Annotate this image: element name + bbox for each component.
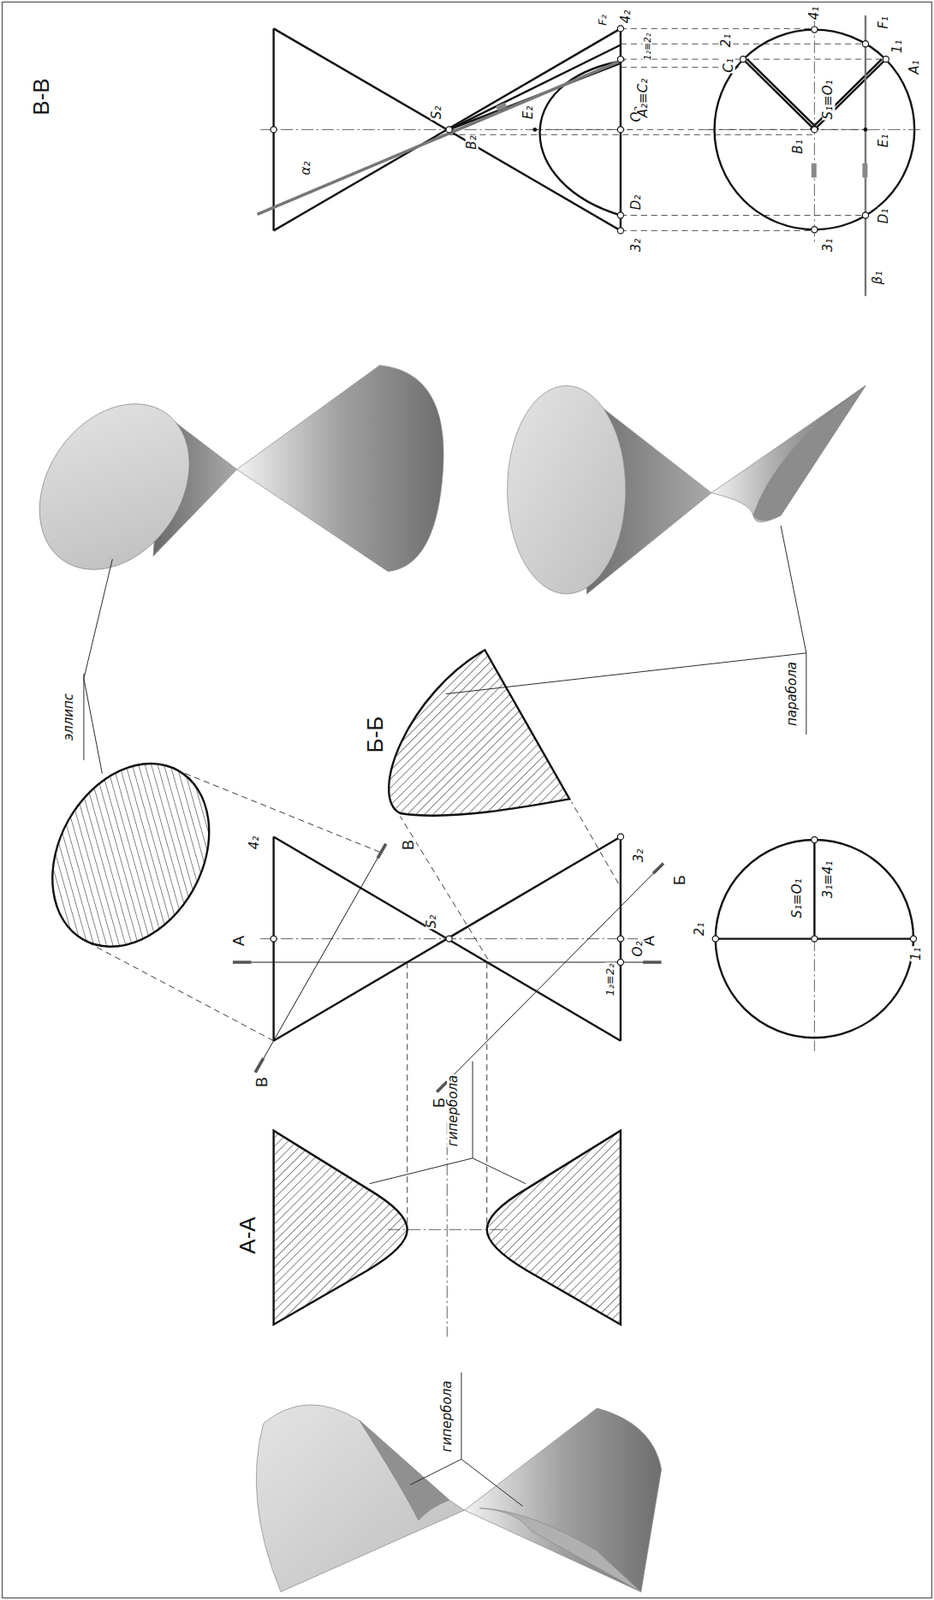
plane-label: β₁ (871, 270, 885, 286)
point-label: F₁ (877, 15, 891, 30)
point-label: E₂ (522, 104, 536, 120)
point-label: B₁ (791, 139, 805, 155)
point-label: 1₂≡2₂ (605, 963, 617, 998)
section-letter: Б (431, 1096, 447, 1109)
point-label: S₂ (430, 104, 444, 120)
section-letter: В (400, 838, 417, 851)
point-label: 3₂ (630, 237, 644, 253)
point-label: D₁ (877, 208, 891, 226)
point-label: D₂ (630, 193, 644, 211)
curve-name: эллипс (63, 691, 77, 741)
section-title: А-А (236, 1215, 259, 1255)
point-label: 1₁ (892, 39, 905, 55)
section-letter: А (231, 934, 247, 947)
point-label: 2₁ (693, 921, 707, 937)
point-label: E₁ (877, 133, 891, 149)
point-label: 4₂ (620, 8, 634, 24)
point-label: 3₁ (822, 237, 836, 253)
point-label: 3₂ (632, 847, 646, 863)
point-label: S₁≡O₁ (822, 79, 836, 121)
point-label: A₂≡C₂ (636, 77, 650, 119)
section-title: Б-Б (364, 715, 387, 755)
point-label: A₁ (908, 59, 922, 76)
section-title: В-В (29, 77, 53, 117)
point-label: 4₂ (249, 835, 262, 851)
section-letter: В (254, 1076, 270, 1089)
point-label: 2₁ (719, 33, 733, 49)
point-label: 1₂≡2₂ (642, 32, 652, 62)
point-label: S₁≡O₁ (791, 877, 805, 919)
point-label: 1₁ (910, 946, 923, 963)
point-label: F₂ (596, 13, 608, 27)
section-letter: Б (672, 874, 688, 887)
point-label: B₂ (464, 135, 478, 151)
point-label: O₂ (632, 940, 646, 958)
curve-name: гипербола (446, 1074, 460, 1148)
plane-label: α₂ (299, 160, 313, 177)
curve-name: гипербола (440, 1380, 454, 1453)
point-label: 3₁≡4₁ (822, 860, 836, 900)
curve-name: парабола (785, 660, 799, 727)
point-label: S₂ (425, 914, 439, 930)
point-label: C₁ (722, 57, 736, 74)
point-label: 4₁ (808, 5, 821, 22)
